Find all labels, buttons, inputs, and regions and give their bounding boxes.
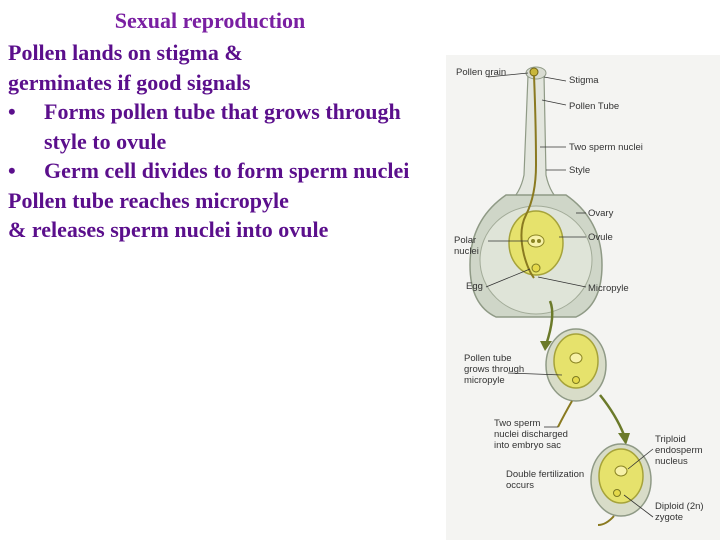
label-discharged-2: nuclei discharged (494, 429, 568, 440)
label-triploid-2: endosperm (655, 445, 703, 456)
leader-lines (485, 72, 587, 288)
arrow-1 (544, 300, 554, 346)
label-double-2: occurs (506, 480, 534, 491)
label-diploid-1: Diploid (2n) (655, 501, 704, 512)
label-discharged-3: into embryo sac (494, 440, 562, 451)
label-two-sperm-nuclei: Two sperm nuclei (569, 142, 643, 153)
text-line: & releases sperm nuclei into ovule (8, 217, 329, 242)
label-discharged-1: Two sperm (494, 418, 541, 429)
arrow-2 (599, 394, 626, 436)
label-pollen-tube: Pollen Tube (569, 101, 620, 112)
label-stigma: Stigma (569, 75, 599, 86)
label-double-1: Double fertilization (506, 469, 585, 480)
label-style: Style (569, 165, 591, 176)
pollen-grain-shape (529, 67, 539, 77)
pollen-tube-path (520, 74, 538, 279)
label-grows-2: grows through (464, 364, 525, 375)
label-triploid-3: nucleus (655, 456, 688, 467)
label-pollen-grain: Pollen grain (456, 67, 507, 78)
label-grows-1: Pollen tube (464, 353, 512, 364)
egg-shape (531, 263, 541, 273)
text-line: Pollen lands on stigma & (8, 40, 243, 65)
bullet-item: • Germ cell divides to form sperm nuclei (8, 156, 438, 186)
text-line: germinates if good signals (8, 69, 251, 95)
slide-body: Pollen lands on stigma & germinates if g… (8, 38, 438, 245)
fertilization-diagram: Pollen grain Stigma Pollen Tube Two sper… (446, 55, 720, 540)
label-triploid-1: Triploid (655, 434, 686, 445)
bullet-text: Forms pollen tube that grows through sty… (44, 99, 401, 154)
slide-title: Sexual reproduction (114, 8, 306, 33)
label-diploid-2: zygote (655, 512, 683, 523)
label-ovary: Ovary (588, 208, 614, 219)
label-egg: Egg (466, 281, 483, 292)
label-polar-nuclei-2: nuclei (454, 246, 479, 257)
diagram-svg (469, 66, 654, 526)
leader-lines-lower (507, 372, 654, 518)
label-polar-nuclei-1: Polar (454, 235, 477, 246)
bullet-text: Germ cell divides to form sperm nuclei (44, 158, 410, 183)
label-micropyle: Micropyle (588, 283, 629, 294)
label-grows-3: micropyle (464, 375, 505, 386)
bullet-marker: • (8, 158, 16, 183)
text-line: Pollen tube reaches micropyle (8, 187, 289, 213)
label-ovule: Ovule (588, 232, 613, 243)
bullet-marker: • (8, 99, 16, 124)
polar-nuclei-shape (527, 234, 545, 248)
bullet-item: • Forms pollen tube that grows through s… (8, 97, 438, 156)
